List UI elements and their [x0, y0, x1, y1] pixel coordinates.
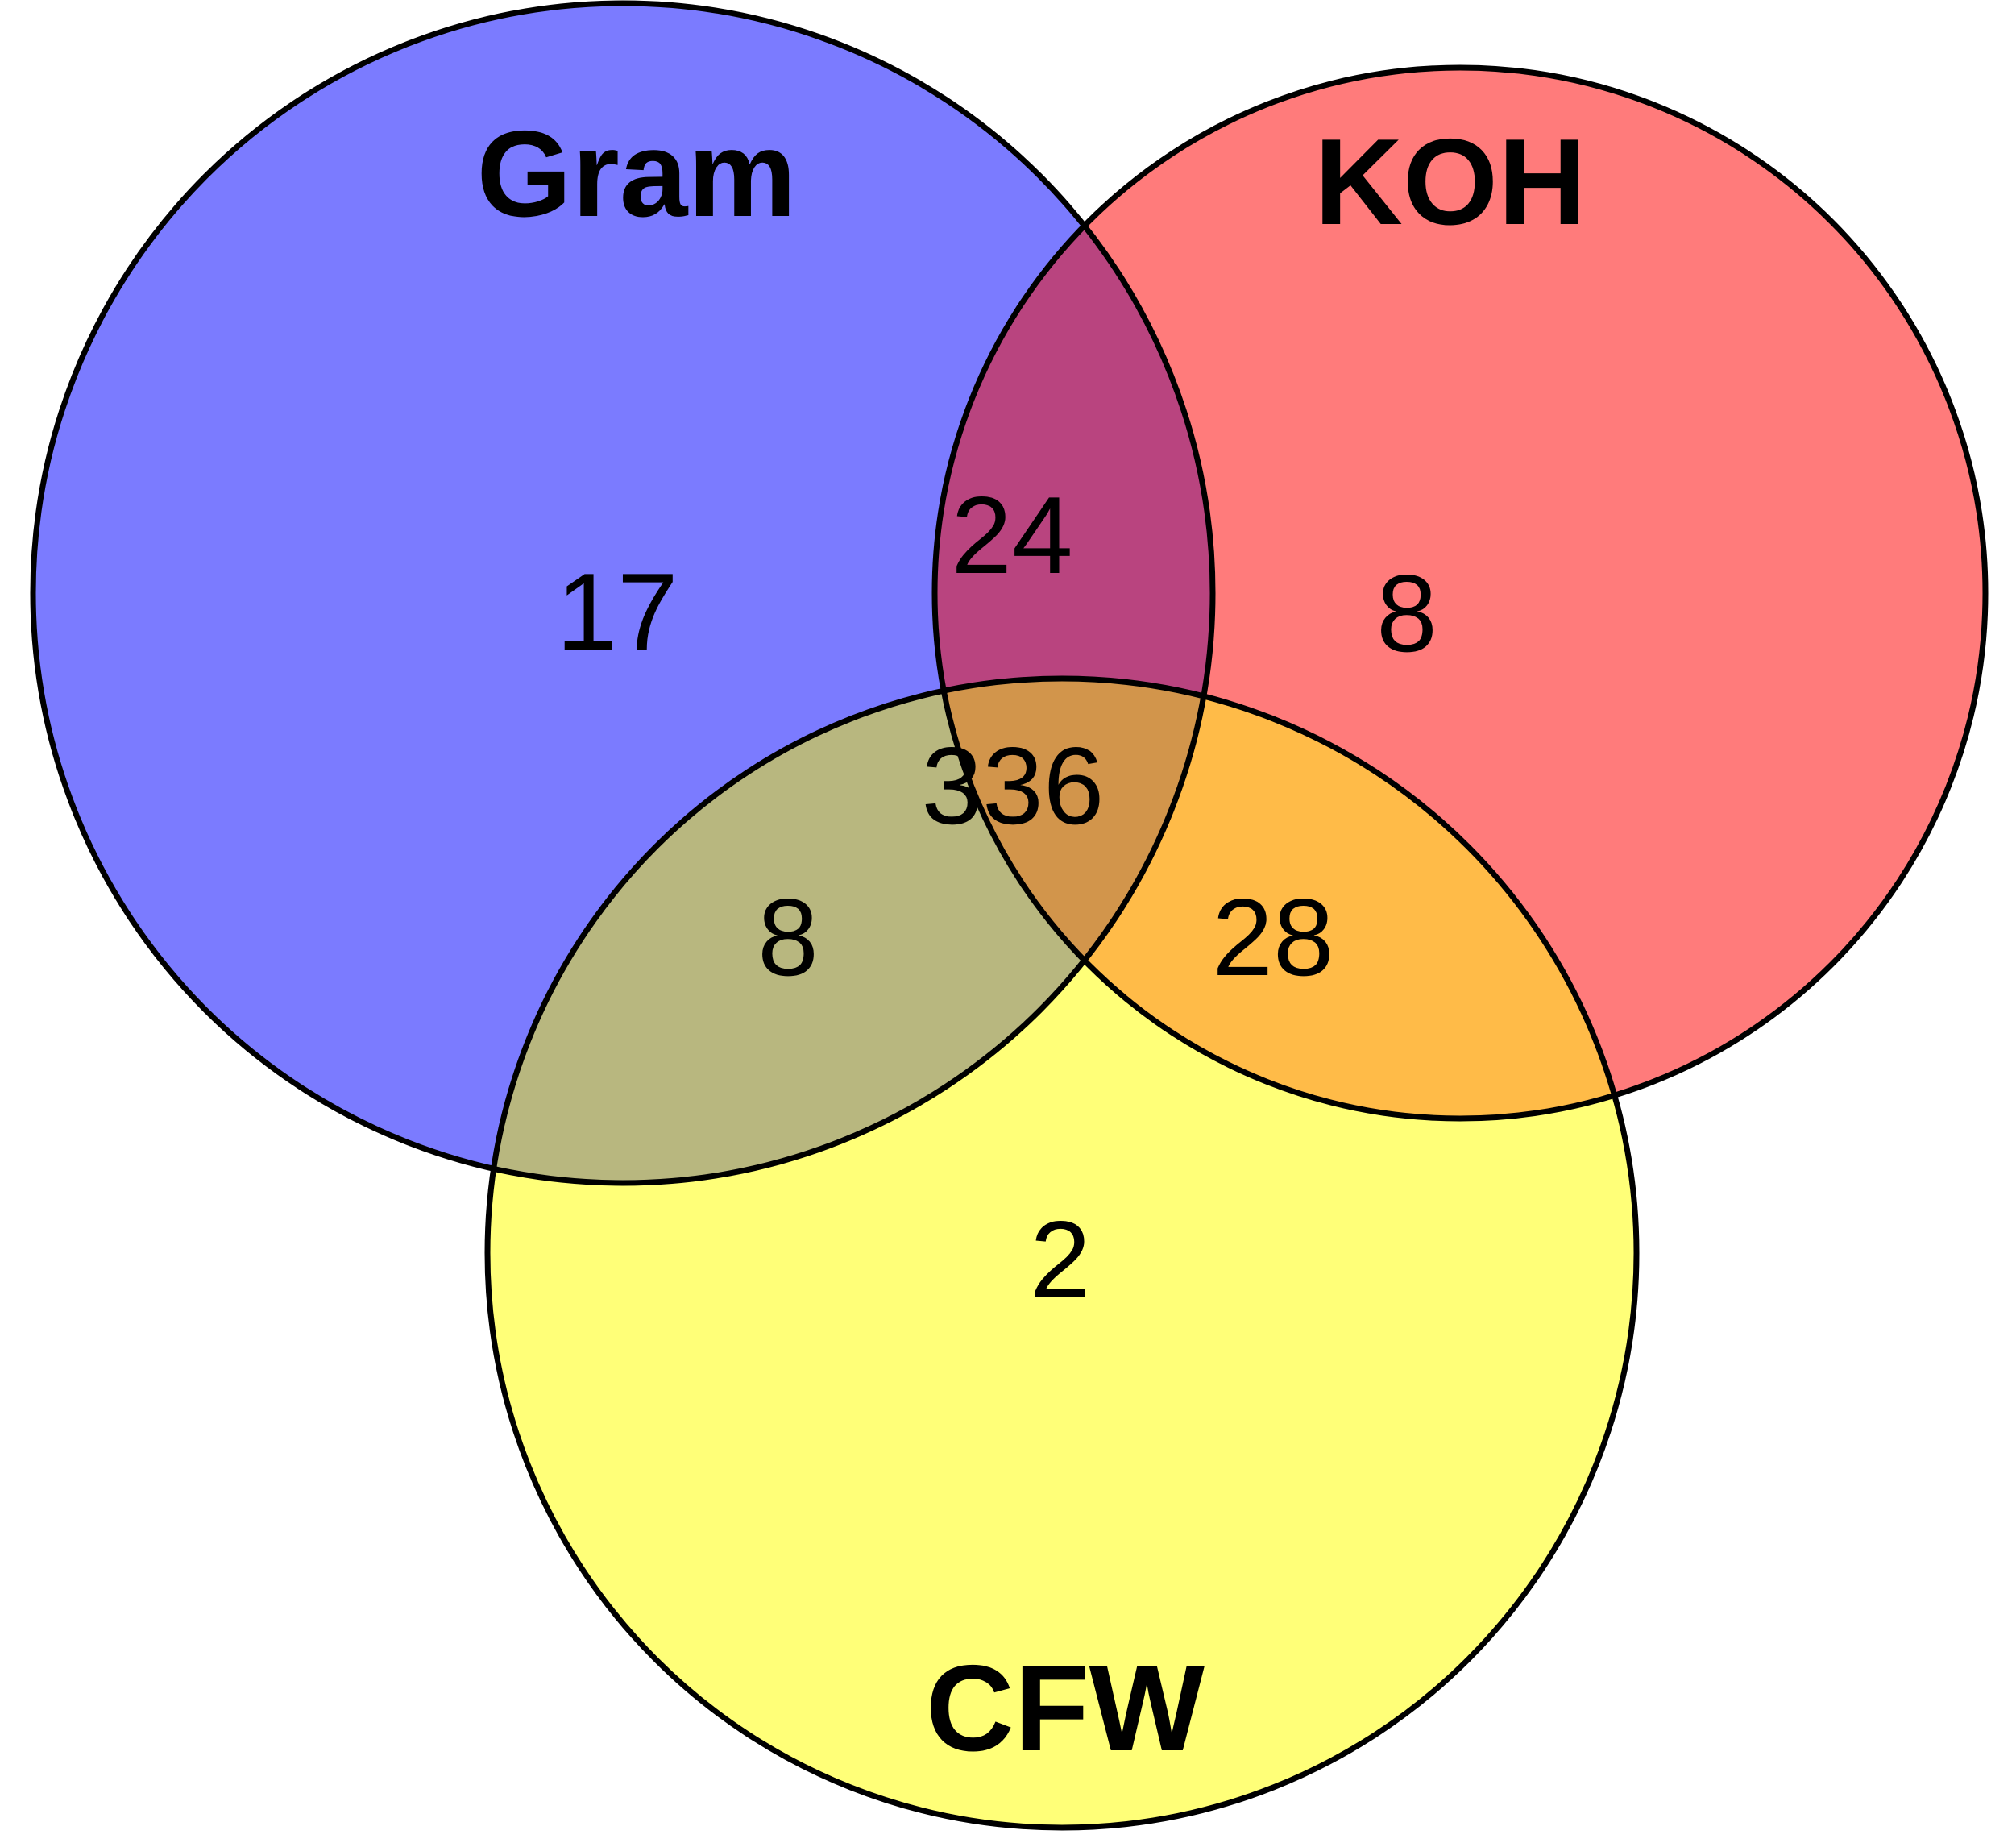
gram-outline: [30, 0, 1216, 1186]
gram-only-count: 17: [556, 550, 678, 673]
gram-set-label: Gram: [476, 106, 796, 243]
gram-cfw-overlap: [487, 679, 1213, 1183]
gram-koh-count: 24: [951, 474, 1072, 596]
koh-cfw-overlap: [935, 679, 1636, 1119]
cfw-only-count: 2: [1030, 1198, 1091, 1321]
koh-only-count: 8: [1376, 552, 1437, 674]
cfw-set-label: CFW: [926, 1640, 1205, 1777]
all-three-count: 336: [922, 724, 1105, 847]
koh-set-label: KOH: [1314, 114, 1587, 251]
koh-cfw-count: 28: [1212, 876, 1334, 998]
koh-outline: [931, 64, 1989, 1122]
gram-cfw-count: 8: [757, 876, 819, 998]
cfw-outline: [484, 675, 1640, 1831]
